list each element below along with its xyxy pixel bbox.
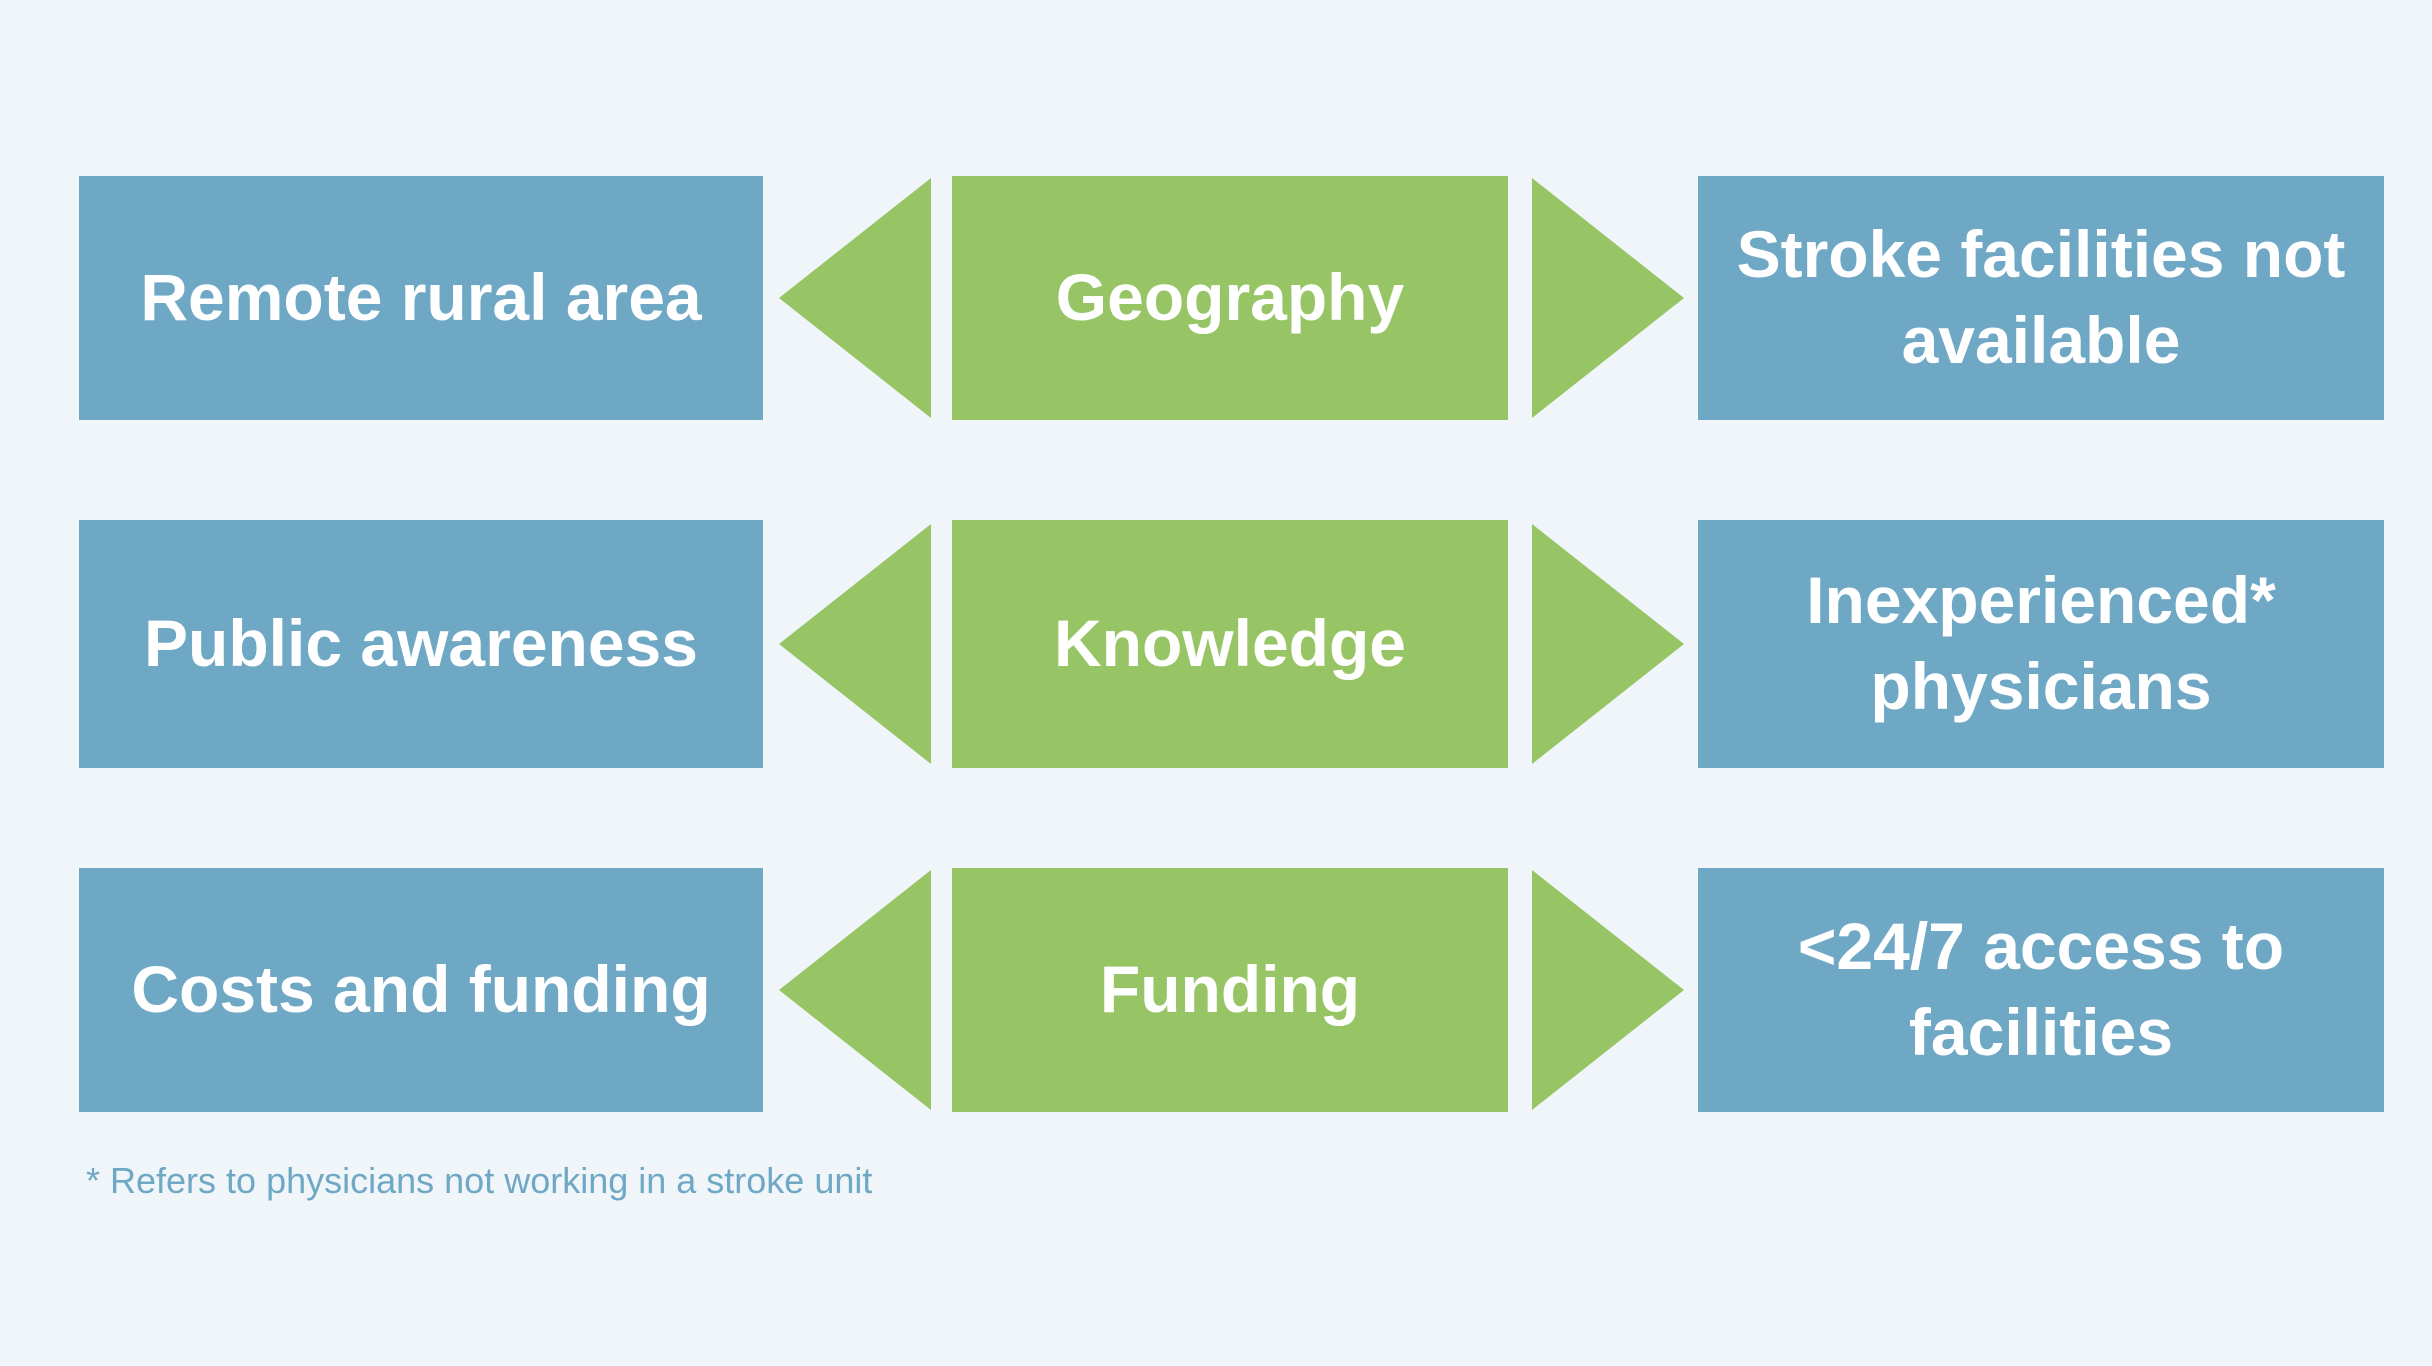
left-box-funding-row: Costs and funding bbox=[79, 868, 763, 1112]
center-box-funding: Funding bbox=[952, 868, 1508, 1112]
arrow-right-icon bbox=[1532, 870, 1684, 1110]
right-box-geography-row: Stroke facilities not available bbox=[1698, 176, 2384, 420]
right-box-knowledge-row: Inexperienced* physicians bbox=[1698, 520, 2384, 768]
center-box-geography: Geography bbox=[952, 176, 1508, 420]
center-box-label: Geography bbox=[1055, 260, 1405, 335]
right-box-label: <24/7 access to facilities bbox=[1797, 909, 2285, 1069]
right-box-label: Stroke facilities not available bbox=[1736, 217, 2346, 377]
arrow-right-icon bbox=[1532, 524, 1684, 764]
left-box-label: Costs and funding bbox=[131, 952, 711, 1027]
arrow-left-icon bbox=[779, 178, 931, 418]
arrow-left-icon bbox=[779, 870, 931, 1110]
center-box-knowledge: Knowledge bbox=[952, 520, 1508, 768]
left-box-knowledge-row: Public awareness bbox=[79, 520, 763, 768]
center-box-label: Knowledge bbox=[1053, 606, 1406, 681]
left-box-label: Public awareness bbox=[144, 606, 698, 681]
left-box-geography-row: Remote rural area bbox=[79, 176, 763, 420]
left-box-label: Remote rural area bbox=[140, 260, 702, 335]
footnote: * Refers to physicians not working in a … bbox=[86, 1160, 873, 1201]
right-box-funding-row: <24/7 access to facilities bbox=[1698, 868, 2384, 1112]
center-box-label: Funding bbox=[1099, 952, 1361, 1027]
right-box-label: Inexperienced* physicians bbox=[1806, 563, 2276, 723]
arrow-left-icon bbox=[779, 524, 931, 764]
arrow-right-icon bbox=[1532, 178, 1684, 418]
